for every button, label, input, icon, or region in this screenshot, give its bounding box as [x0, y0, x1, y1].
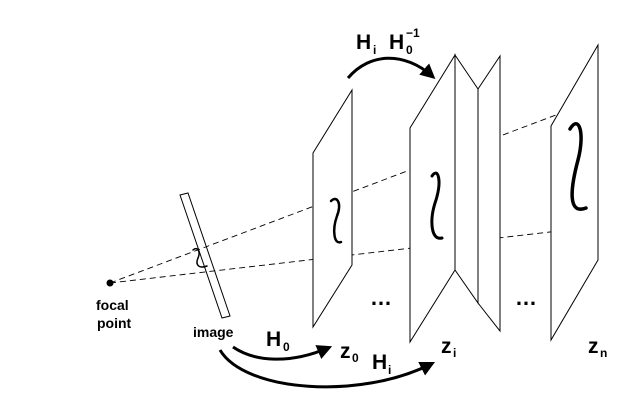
plane-zi-curve	[430, 171, 444, 240]
label-hi-h0-inverse: H i H 0 −1	[356, 26, 420, 57]
label-z0-main: z	[340, 340, 351, 363]
focal-point-label-line2: point	[97, 315, 132, 331]
label-top-sub0: 0	[406, 43, 413, 57]
label-top-sup: −1	[406, 26, 420, 40]
label-zi: z i	[441, 335, 456, 360]
label-top-i: i	[373, 43, 376, 57]
image-label: image	[193, 324, 234, 340]
label-hi-sub: i	[388, 363, 391, 377]
label-h0-main: H	[266, 328, 281, 351]
label-hi: H i	[372, 351, 391, 377]
focal-point-label-line1: focal	[96, 297, 129, 313]
label-z0-sub: 0	[352, 351, 359, 365]
label-h0-sub: 0	[283, 340, 290, 354]
image-plane	[179, 192, 231, 319]
label-top-h: H	[356, 31, 371, 54]
label-zn-sub: n	[600, 346, 607, 360]
plane-intermediate-2	[477, 54, 501, 333]
plane-zi	[409, 53, 456, 344]
image-curve	[192, 247, 208, 268]
plane-zn	[550, 43, 599, 342]
ellipsis-left: …	[370, 285, 393, 310]
arrow-h0	[232, 345, 333, 361]
label-z0: z 0	[340, 340, 359, 365]
label-top-h2: H	[389, 31, 404, 54]
plane-zn-curve	[568, 122, 588, 211]
ellipsis-right: …	[515, 285, 538, 310]
arrow-hi	[218, 349, 436, 389]
plane-z0-curve	[329, 197, 343, 244]
label-hi-main: H	[372, 351, 387, 374]
plane-z0	[312, 88, 353, 329]
ray-upper	[109, 100, 594, 284]
label-zi-sub: i	[453, 346, 456, 360]
label-zn: z n	[588, 335, 607, 360]
label-zi-main: z	[441, 335, 452, 358]
arrow-hi-h0-inverse	[346, 56, 436, 79]
label-zn-main: z	[588, 335, 599, 358]
plane-intermediate-1	[454, 53, 479, 305]
label-h0: H 0	[266, 328, 290, 354]
focal-point-dot	[106, 279, 114, 287]
